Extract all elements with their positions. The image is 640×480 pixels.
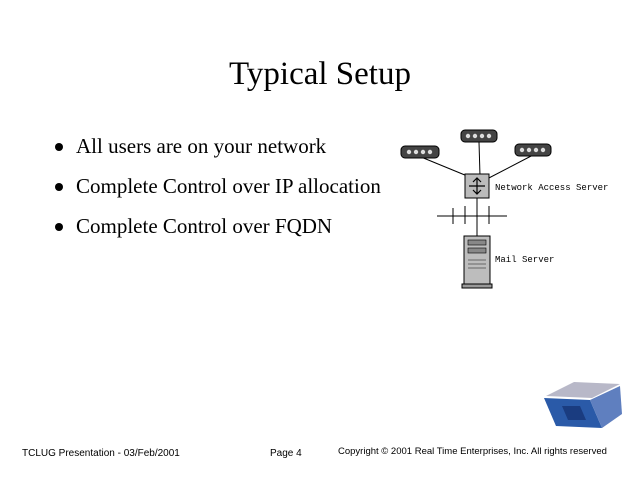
bullet-dot-icon — [55, 183, 63, 191]
network-bus — [437, 206, 507, 224]
bullet-item: Complete Control over FQDN — [54, 212, 394, 240]
nas-label: Network Access Server — [495, 183, 608, 193]
bullet-dot-icon — [55, 223, 63, 231]
footer-copyright: Copyright © 2001 Real Time Enterprises, … — [338, 446, 607, 457]
mail-server-icon — [461, 235, 493, 289]
bullet-list: All users are on your network Complete C… — [54, 132, 394, 252]
modem-icon — [514, 143, 552, 157]
company-logo-icon — [544, 382, 622, 428]
footer-presentation: TCLUG Presentation - 03/Feb/2001 — [22, 448, 180, 459]
bullet-item: All users are on your network — [54, 132, 394, 160]
modem-icon — [400, 145, 440, 159]
mail-server-label: Mail Server — [495, 255, 554, 265]
bullet-text: Complete Control over FQDN — [76, 214, 333, 238]
bullet-item: Complete Control over IP allocation — [54, 172, 394, 200]
bullet-dot-icon — [55, 143, 63, 151]
modem-icon — [460, 129, 498, 143]
network-access-server-icon — [464, 173, 490, 199]
slide-title: Typical Setup — [229, 56, 411, 92]
bullet-text: Complete Control over IP allocation — [76, 174, 381, 198]
bullet-text: All users are on your network — [76, 134, 327, 158]
footer-page-number: Page 4 — [270, 448, 302, 459]
network-diagram: Network Access Server Mail Server — [400, 129, 608, 289]
